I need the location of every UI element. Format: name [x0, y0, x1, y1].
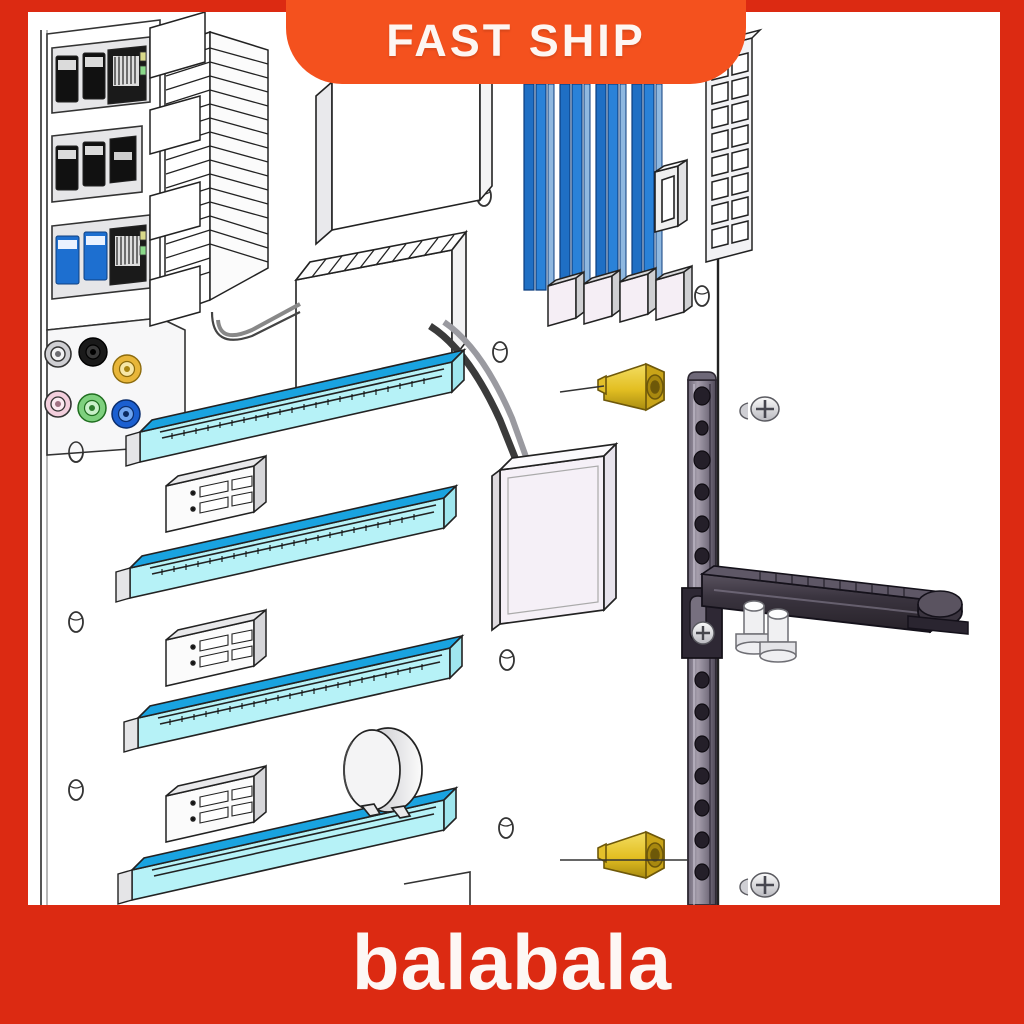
io-cluster-top: [51, 36, 151, 114]
bracket-end-pad: [907, 590, 969, 635]
phillips-screw: [739, 396, 780, 422]
board-edge-detail: [403, 385, 688, 905]
audio-jack-cluster: [44, 337, 142, 463]
sata-port-block-group: [165, 454, 267, 843]
sata-port-block: [165, 608, 267, 687]
fast-ship-banner: FAST SHIP: [286, 0, 746, 84]
dimm-clip-group: [547, 264, 693, 327]
rear-io-panel: [44, 19, 186, 463]
m2-heatsink-plate: [491, 441, 619, 632]
io-cluster-middle: [51, 125, 143, 203]
frame-border-left: [0, 0, 28, 1024]
audio-jack-gold: [112, 354, 142, 384]
rj45-ethernet-port: [107, 45, 147, 105]
audio-jack-black: [78, 337, 108, 367]
heatpipe-group: [210, 302, 533, 472]
audio-jack-pink: [44, 390, 72, 418]
brand-banner: balabala: [0, 905, 1024, 1024]
phillips-screw: [691, 621, 715, 645]
rail-hole-group: [693, 386, 711, 881]
phillips-screw: [739, 872, 780, 898]
sata-port-block: [165, 454, 267, 533]
pcie-x16-slot: [123, 634, 465, 753]
gpu-support-bracket-rail: [681, 371, 723, 906]
audio-jack-blue: [111, 399, 141, 429]
audio-jack-green: [77, 393, 107, 423]
gpu-support-bracket-arm: [699, 565, 969, 635]
dimm-slot-group: [523, 83, 693, 327]
dimm-slot: [595, 83, 627, 291]
audio-jack-gray: [44, 340, 72, 368]
pcie-x16-slot: [125, 348, 467, 467]
frame-border-right: [1000, 0, 1024, 1024]
cmos-coin-battery: [342, 727, 423, 819]
brass-hex-standoff: [597, 830, 665, 880]
brand-label: balabala: [351, 917, 673, 1006]
dimm-slot: [523, 83, 555, 291]
sata-port-block: [165, 764, 267, 843]
io-cluster-bottom: [51, 214, 151, 300]
atx-24pin-connector: [703, 28, 763, 263]
rubber-pad: [759, 608, 797, 663]
fan-header-connector: [654, 158, 688, 234]
rj45-ethernet-port: [109, 224, 147, 286]
dimm-slot: [559, 83, 591, 291]
chipset-heatsink: [294, 229, 468, 391]
fast-ship-label: FAST SHIP: [386, 14, 646, 66]
vrm-block-upper: [149, 11, 206, 327]
brass-hex-standoff: [597, 362, 665, 412]
pcie-x16-slot: [115, 484, 459, 603]
